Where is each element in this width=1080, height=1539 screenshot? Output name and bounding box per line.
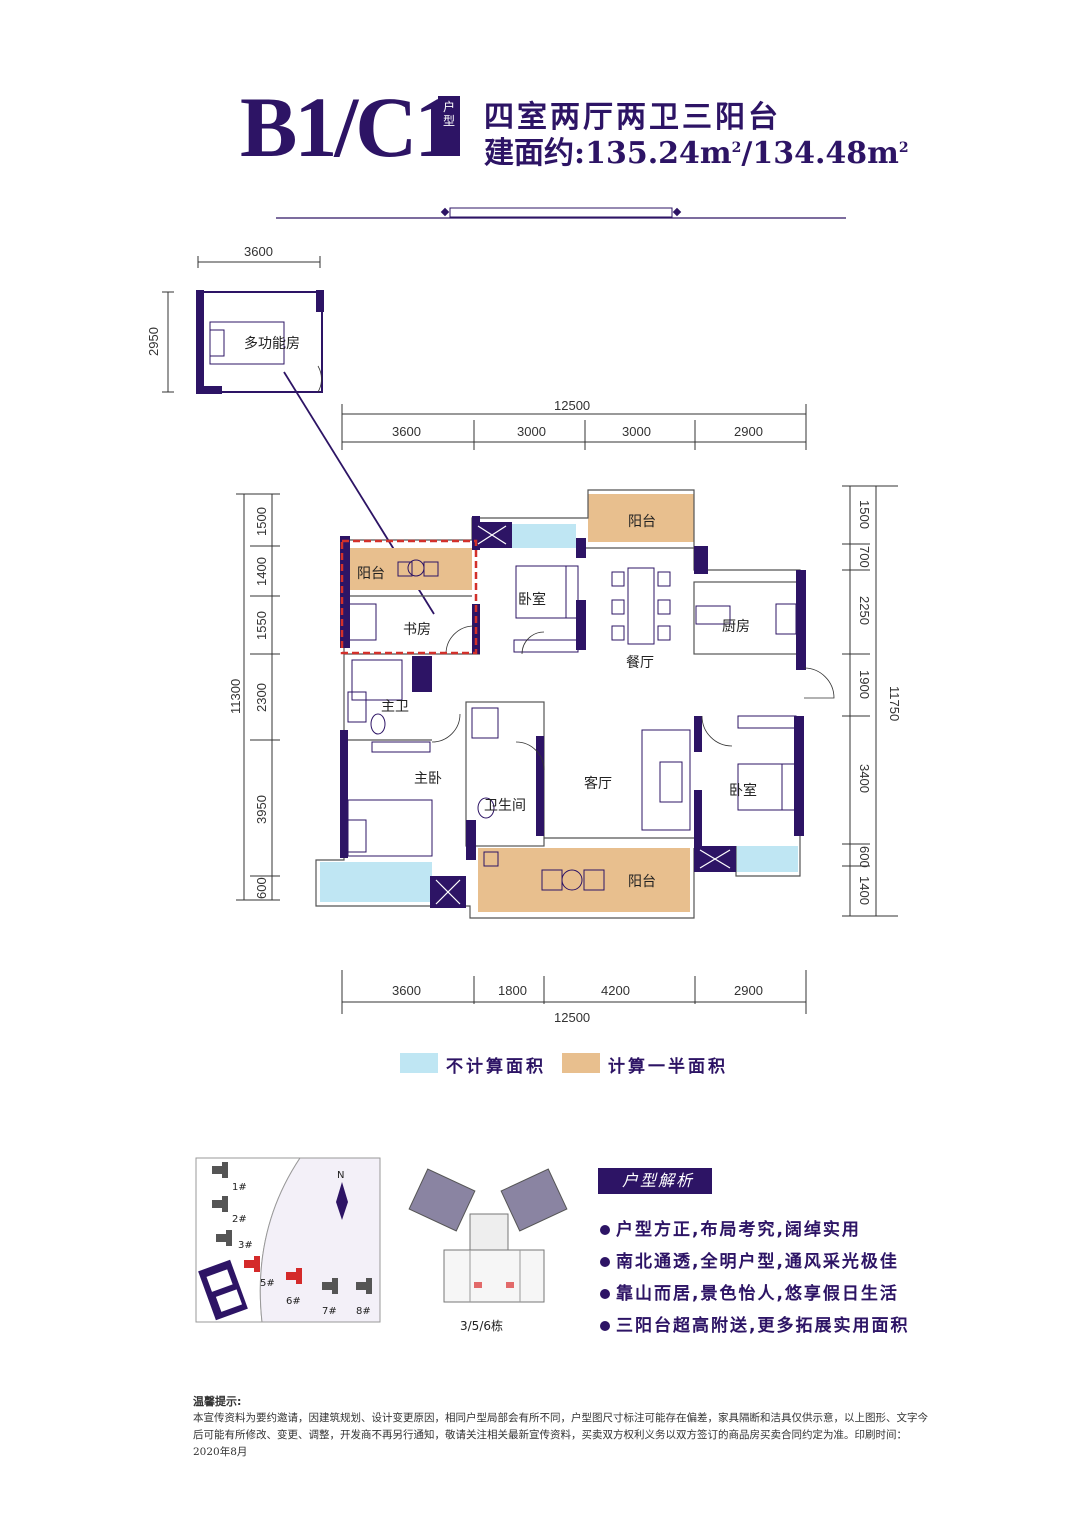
building-label-8: 8#: [356, 1306, 371, 1317]
badge-char-1: 户: [442, 100, 455, 114]
analysis-item-text: 南北通透,全明户型,通风采光极佳: [616, 1252, 899, 1272]
north-arrow-icon: [336, 1182, 348, 1220]
analysis-item-3: 靠山而居,景色怡人,悠享假日生活: [600, 1279, 899, 1304]
dim-right-seg-2: 700: [857, 546, 872, 568]
building-label-2: 2#: [232, 1214, 247, 1225]
floor-plan: 多功能房 阳台 书房 卧室 阳台 厨房 餐厅 主卫 主卧 卫生间 客厅 卧室 阳…: [146, 207, 902, 1333]
legend-label-half-area: 计算一半面积: [608, 1057, 728, 1077]
legend-swatch-no-area: [400, 1053, 438, 1073]
dim-right-seg-3: 2250: [857, 596, 872, 625]
notice-title: 温馨提示:: [193, 1395, 242, 1408]
layout-title: 四室两厅两卫三阳台: [484, 100, 781, 135]
right-dimensions: [842, 485, 898, 917]
room-label-living: 客厅: [584, 775, 612, 792]
furniture: [347, 559, 797, 891]
analysis-item-2: 南北通透,全明户型,通风采光极佳: [600, 1247, 899, 1272]
room-label-dining: 餐厅: [626, 655, 654, 671]
room-label-master-bedroom: 主卧: [414, 771, 442, 787]
analysis-item-4: 三阳台超高附送,更多拓展实用面积: [600, 1311, 909, 1336]
room-label-master-bath: 主卫: [381, 699, 409, 715]
dim-bottom-seg-2: 1800: [498, 983, 527, 998]
header-divider: [276, 207, 846, 219]
analysis-item-text: 靠山而居,景色怡人,悠享假日生活: [616, 1284, 899, 1304]
door-swings: [431, 625, 835, 771]
ac-ledge-2: [320, 862, 432, 902]
area-line: 建面约:135.24m2/134.48m2: [484, 128, 909, 172]
north-label: N: [337, 1170, 344, 1181]
dim-bottom-seg-4: 2900: [734, 983, 763, 998]
dim-right-total: 11750: [887, 686, 902, 721]
room-label-bathroom: 卫生间: [484, 798, 526, 814]
dim-multi-width: 3600: [244, 244, 273, 259]
dim-top-seg-4: 2900: [734, 424, 763, 439]
dim-left-seg-6: 600: [254, 877, 269, 899]
area-sup-1: 2: [731, 140, 742, 156]
bullet-icon: [600, 1225, 610, 1235]
dim-top-seg-2: 3000: [517, 424, 546, 439]
building-layout-thumbnail: 3/5/6栋: [408, 1168, 568, 1333]
dim-bottom-seg-1: 3600: [392, 983, 421, 998]
building-label-1: 1#: [232, 1182, 247, 1193]
left-dimensions: [236, 493, 280, 901]
dim-right-seg-7: 1400: [857, 876, 872, 905]
dim-left-seg-2: 1400: [254, 557, 269, 586]
room-label-balcony-bottom: 阳台: [628, 874, 656, 890]
dim-left-seg-3: 1550: [254, 611, 269, 640]
dim-multi-depth: 2950: [146, 327, 161, 356]
dim-top-seg-3: 3000: [622, 424, 651, 439]
thin-walls: [315, 489, 801, 919]
area-middle: /134.48m: [741, 136, 899, 171]
area-sup-2: 2: [898, 140, 909, 156]
unit-type-badge: 户 型: [438, 96, 460, 156]
building-label-7: 7#: [322, 1306, 337, 1317]
legend-swatch-half-area: [562, 1053, 600, 1073]
analysis-item-1: 户型方正,布局考究,阔绰实用: [600, 1215, 861, 1240]
badge-char-2: 型: [442, 114, 455, 128]
dim-bottom-seg-3: 4200: [601, 983, 630, 998]
dim-top-total: 12500: [554, 398, 590, 413]
analysis-item-text: 三阳台超高附送,更多拓展实用面积: [616, 1316, 910, 1336]
analysis-item-text: 户型方正,布局考究,阔绰实用: [616, 1220, 861, 1240]
dim-right-seg-6: 600: [857, 846, 872, 868]
building-label-3: 3#: [238, 1240, 253, 1251]
bullet-icon: [600, 1257, 610, 1267]
dim-left-total: 11300: [228, 679, 243, 714]
bullet-icon: [600, 1321, 610, 1331]
dim-left-seg-1: 1500: [254, 507, 269, 536]
room-label-balcony-study: 阳台: [357, 566, 385, 582]
building-label-5: 5#: [260, 1278, 275, 1289]
top-dimensions: [341, 404, 807, 450]
dim-left-seg-4: 2300: [254, 683, 269, 712]
room-label-kitchen: 厨房: [722, 619, 750, 635]
study-highlight-outline: [340, 539, 478, 655]
room-label-study: 书房: [403, 622, 431, 638]
building-caption: 3/5/6栋: [460, 1318, 503, 1333]
area-prefix: 建面约:135.24m: [484, 136, 732, 171]
notice-body: 本宣传资料为要约邀请，因建筑规划、设计变更原因，相同户型局部会有所不同，户型图尺…: [193, 1412, 928, 1458]
room-label-bedroom-s: 卧室: [729, 782, 757, 799]
analysis-heading: 户型解析: [598, 1168, 713, 1194]
dim-bottom-total: 12500: [554, 1010, 590, 1025]
room-label-bedroom-n: 卧室: [518, 591, 546, 608]
bottom-dimensions: [341, 970, 807, 1014]
multi-room-inset: [162, 256, 435, 615]
room-label-balcony-top: 阳台: [628, 514, 656, 530]
balcony-top-fill: [588, 494, 694, 542]
dim-top-seg-1: 3600: [392, 424, 421, 439]
unit-code: B1/C1: [240, 79, 457, 175]
room-label-multi: 多功能房: [244, 335, 300, 352]
building-label-6: 6#: [286, 1296, 301, 1307]
bullet-icon: [600, 1289, 610, 1299]
site-plan: 1# 2# 3# 5# 6# 7# 8# N: [195, 1157, 381, 1323]
dim-right-seg-1: 1500: [857, 500, 872, 529]
ac-unit-icons: [435, 525, 731, 905]
dim-right-seg-5: 3400: [857, 764, 872, 793]
dim-left-seg-5: 3950: [254, 795, 269, 824]
ac-ledge-1: [512, 524, 576, 548]
ac-ledge-3: [736, 846, 798, 872]
legend-label-no-area: 不计算面积: [446, 1057, 546, 1077]
dim-right-seg-4: 1900: [857, 670, 872, 699]
